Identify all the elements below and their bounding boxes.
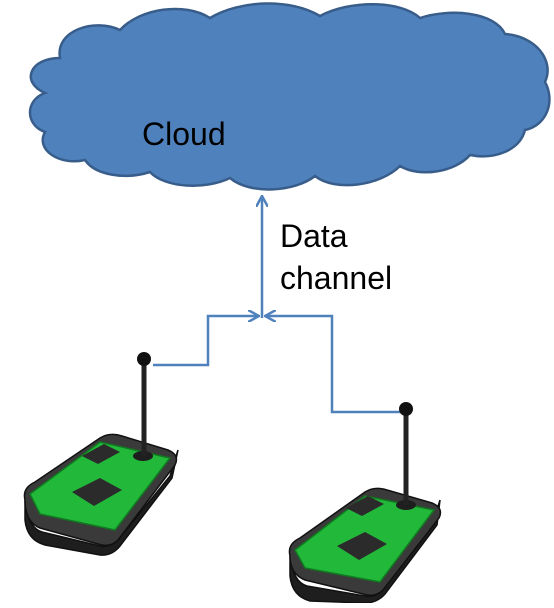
cloud-shape [28, 2, 551, 191]
cloud-label: Cloud [142, 116, 226, 152]
chip-icon [337, 532, 387, 560]
connector-left [153, 316, 258, 367]
data-channel-label-line1: Data [280, 218, 348, 254]
sensor-device-left [23, 352, 179, 556]
connector-right [266, 316, 404, 414]
chip-icon [72, 478, 122, 506]
data-channel-label-line2: channel [280, 260, 393, 296]
chip-icon [346, 496, 384, 516]
chip-icon [82, 444, 120, 464]
sensor-device-right [288, 402, 442, 604]
